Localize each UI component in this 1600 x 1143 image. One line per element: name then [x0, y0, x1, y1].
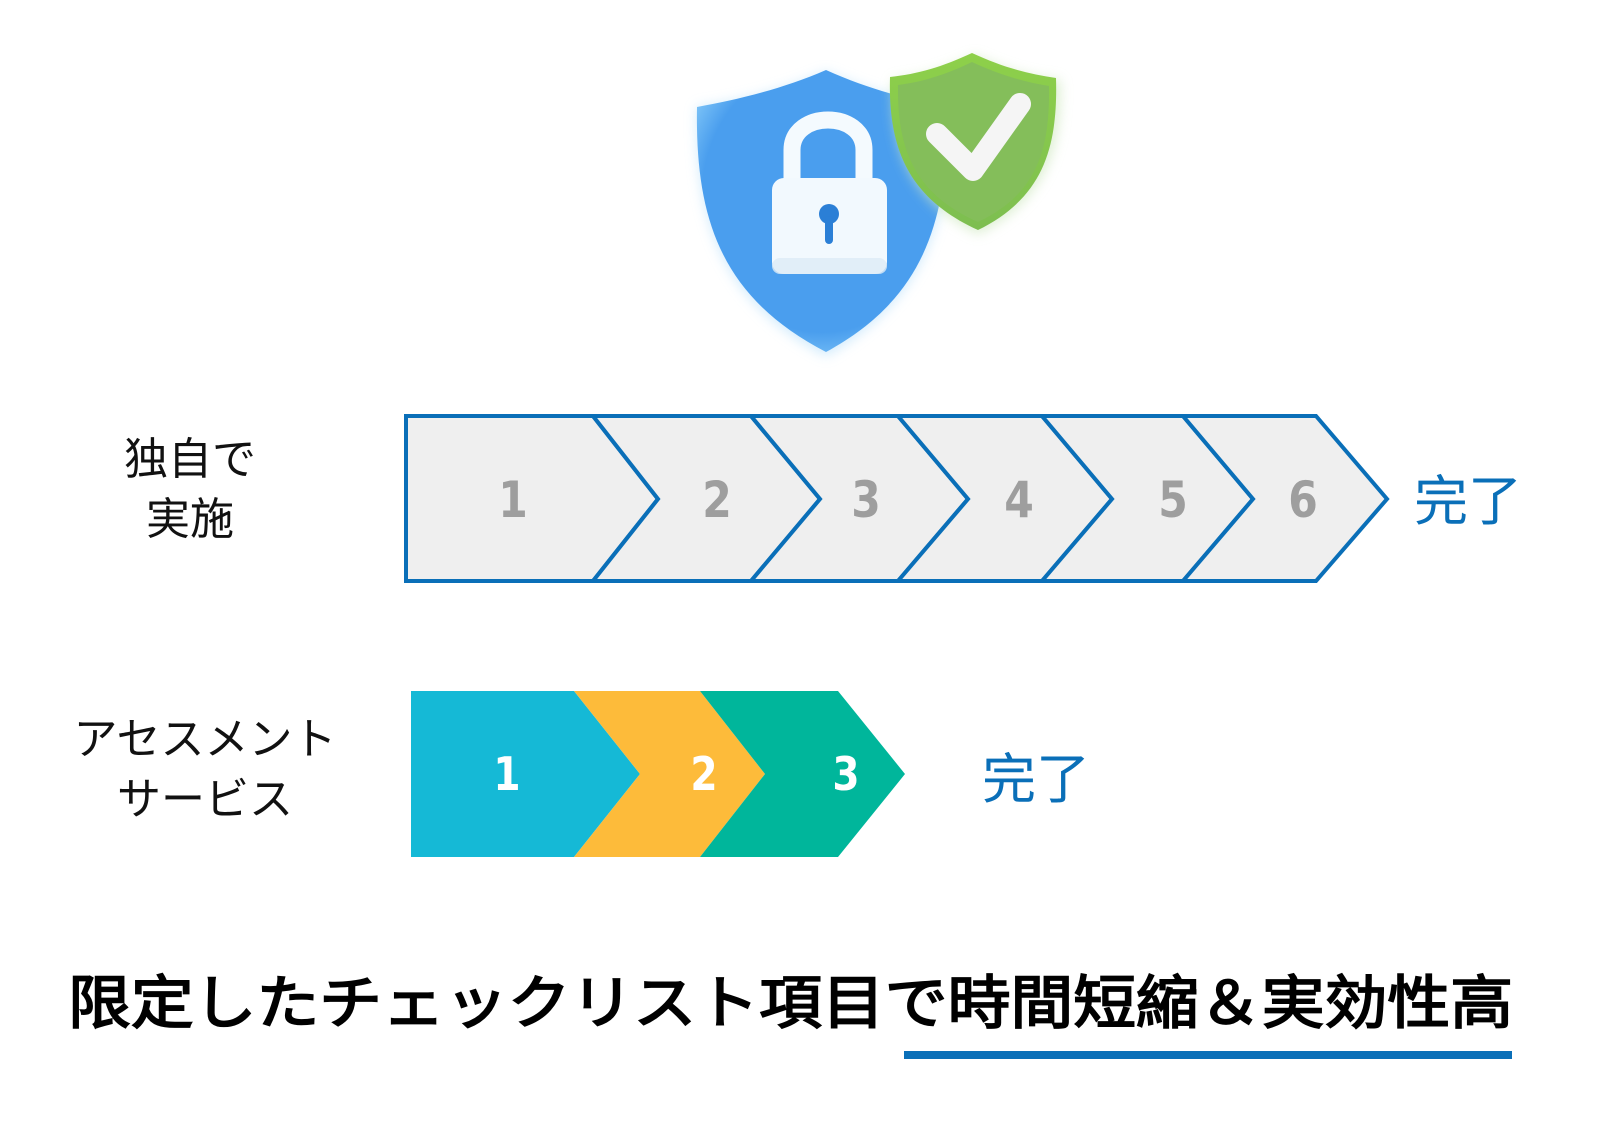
caption-emphasis-text: 時間短縮＆実効性高	[947, 969, 1514, 1037]
checkmark-icon	[926, 93, 1031, 181]
step-2-shape	[574, 691, 765, 857]
row-label-line-2: サービス	[117, 774, 293, 825]
row-label-assessment-service: アセスメント サービス	[50, 710, 360, 830]
row-label-line-1: 独自で	[124, 434, 256, 485]
keyhole-icon	[819, 204, 839, 224]
padlock-shackle	[783, 111, 873, 191]
row-label-line-1: アセスメント	[73, 714, 337, 765]
step-1-shape	[411, 691, 640, 857]
done-label-assessment: 完了	[982, 748, 1090, 811]
step-number-2: 2	[702, 471, 732, 529]
row-label-line-2: 実施	[146, 494, 234, 545]
step-number-6: 6	[1288, 471, 1318, 529]
caption-underline	[904, 1051, 1512, 1059]
step-number-1: 1	[493, 747, 521, 801]
step-number-2: 2	[690, 747, 718, 801]
step-3-shape	[700, 691, 905, 857]
done-label-self: 完了	[1414, 470, 1522, 533]
step-number-4: 4	[1004, 471, 1034, 529]
step-6-shape	[1178, 414, 1390, 583]
step-number-3: 3	[832, 747, 860, 801]
step-number-5: 5	[1158, 471, 1188, 529]
caption-plain-text: 限定したチェックリスト項目で	[68, 969, 948, 1037]
security-shield-icon	[696, 53, 1061, 356]
step-number-3: 3	[851, 471, 881, 529]
step-number-1: 1	[498, 471, 528, 529]
row-label-self-implementation: 独自で 実施	[90, 430, 290, 550]
summary-caption: 限定したチェックリスト項目で時間短縮＆実効性高	[68, 966, 1513, 1040]
